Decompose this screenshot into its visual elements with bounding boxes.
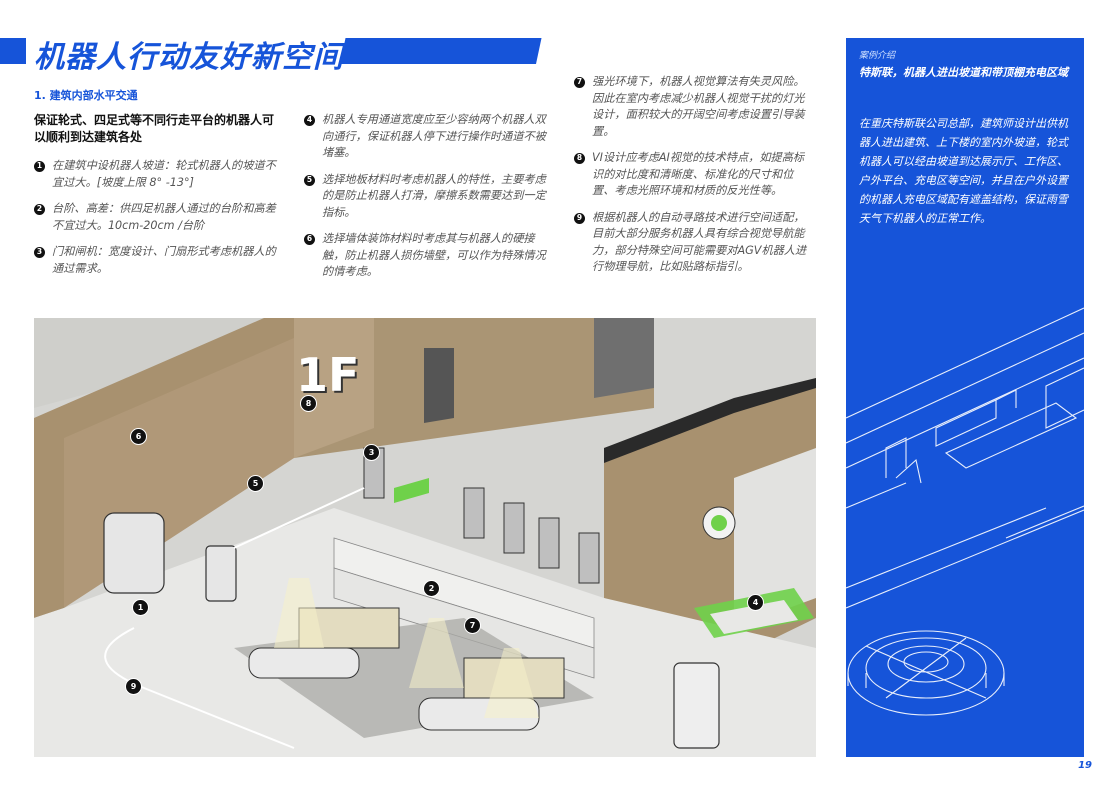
list-item: 4 机器人专用通道宽度应至少容纳两个机器人双向通行，保证机器人停下进行操作时通道不… — [304, 112, 550, 162]
item-text: VI设计应考虑AI视觉的技术特点，如提高标识的对比度和清晰度、标准化的尺寸和位置… — [592, 151, 805, 197]
panel-heading: 特斯联，机器人进出坡道和带顶棚充电区域 — [859, 66, 1068, 79]
item-number: 5 — [304, 174, 315, 186]
panel-kicker: 案例介绍 — [859, 51, 896, 61]
list-item: 6 选择墙体装饰材料时考虑其与机器人的硬接触，防止机器人损伤墙壁，可以作为特殊情况… — [304, 231, 550, 281]
item-number: 4 — [304, 115, 315, 126]
item-text: 根据机器人的自动寻路技术进行空间适配，目前大部分服务机器人具有综合视觉导航能力，… — [592, 210, 807, 274]
list-item: 1 在建筑中设机器人坡道：轮式机器人的坡道不宜过大。[坡度上限 8° -13°] — [34, 158, 284, 191]
item-number: 1 — [34, 161, 45, 172]
item-number: 2 — [34, 204, 45, 215]
case-study-panel: 案例介绍 特斯联，机器人进出坡道和带顶棚充电区域 在重庆特斯联公司总部，建筑师设… — [846, 38, 1084, 757]
marker-2: 2 — [423, 580, 440, 597]
list-item: 3 门和闸机：宽度设计、门扇形式考虑机器人的通过需求。 — [34, 244, 284, 277]
item-number: 8 — [574, 153, 585, 164]
title-accent-bar — [340, 38, 542, 64]
list-item: 8 VI设计应考虑AI视觉的技术特点，如提高标识的对比度和清晰度、标准化的尺寸和位… — [574, 150, 814, 200]
title-accent-block — [0, 38, 26, 64]
list-item: 2 台阶、高差：供四足机器人通过的台阶和高差不宜过大。10cm-20cm /台阶 — [34, 201, 284, 234]
marker-3: 3 — [363, 444, 380, 461]
marker-6: 6 — [130, 428, 147, 445]
floor-sign: 1F — [296, 348, 360, 402]
marker-9: 9 — [125, 678, 142, 695]
scene-drawing — [34, 318, 816, 757]
page-title: 机器人行动友好新空间 — [34, 40, 344, 75]
lead-paragraph: 保证轮式、四足式等不同行走平台的机器人可以顺利到达建筑各处 — [34, 113, 275, 144]
isometric-space-illustration: 1F 1 2 3 4 5 6 7 8 9 — [34, 318, 816, 757]
list-item: 7 强光环境下，机器人视觉算法有失灵风险。因此在室内考虑减少机器人视觉干扰的灯光设… — [574, 74, 814, 140]
item-text: 机器人专用通道宽度应至少容纳两个机器人双向通行，保证机器人停下进行操作时通道不被… — [322, 113, 546, 159]
marker-7: 7 — [464, 617, 481, 634]
item-text: 选择地板材料时考虑机器人的特性，主要考虑的是防止机器人打滑，摩擦系数需要达到一定… — [322, 172, 546, 219]
marker-5: 5 — [247, 475, 264, 492]
marker-4: 4 — [747, 594, 764, 611]
blueprint-illustration — [846, 307, 1084, 716]
item-number: 6 — [304, 234, 315, 245]
item-text: 强光环境下，机器人视觉算法有失灵风险。因此在室内考虑减少机器人视觉干扰的灯光设计… — [592, 75, 805, 138]
item-number: 3 — [34, 247, 45, 258]
item-number: 9 — [574, 212, 585, 224]
list-item: 9 根据机器人的自动寻路技术进行空间适配，目前大部分服务机器人具有综合视觉导航能力… — [574, 210, 814, 276]
marker-8: 8 — [300, 395, 317, 412]
item-number: 7 — [574, 77, 585, 88]
item-text: 选择墙体装饰材料时考虑其与机器人的硬接触，防止机器人损伤墙壁，可以作为特殊情况的… — [322, 232, 546, 278]
page-number: 19 — [1078, 760, 1092, 771]
panel-body: 在重庆特斯联公司总部，建筑师设计出供机器人进出建筑、上下楼的室内外坡道，轮式机器… — [859, 117, 1068, 225]
items-column-2: 4 机器人专用通道宽度应至少容纳两个机器人双向通行，保证机器人停下进行操作时通道不… — [304, 112, 550, 291]
item-text: 在建筑中设机器人坡道：轮式机器人的坡道不宜过大。[坡度上限 8° -13°] — [52, 159, 276, 189]
section-heading: 1. 建筑内部水平交通 — [34, 89, 138, 102]
item-text: 台阶、高差：供四足机器人通过的台阶和高差不宜过大。10cm-20cm /台阶 — [52, 202, 276, 232]
items-column-3: 7 强光环境下，机器人视觉算法有失灵风险。因此在室内考虑减少机器人视觉干扰的灯光设… — [574, 74, 814, 286]
item-text: 门和闸机：宽度设计、门扇形式考虑机器人的通过需求。 — [52, 245, 276, 275]
marker-1: 1 — [132, 599, 149, 616]
list-item: 5 选择地板材料时考虑机器人的特性，主要考虑的是防止机器人打滑，摩擦系数需要达到一… — [304, 172, 550, 222]
